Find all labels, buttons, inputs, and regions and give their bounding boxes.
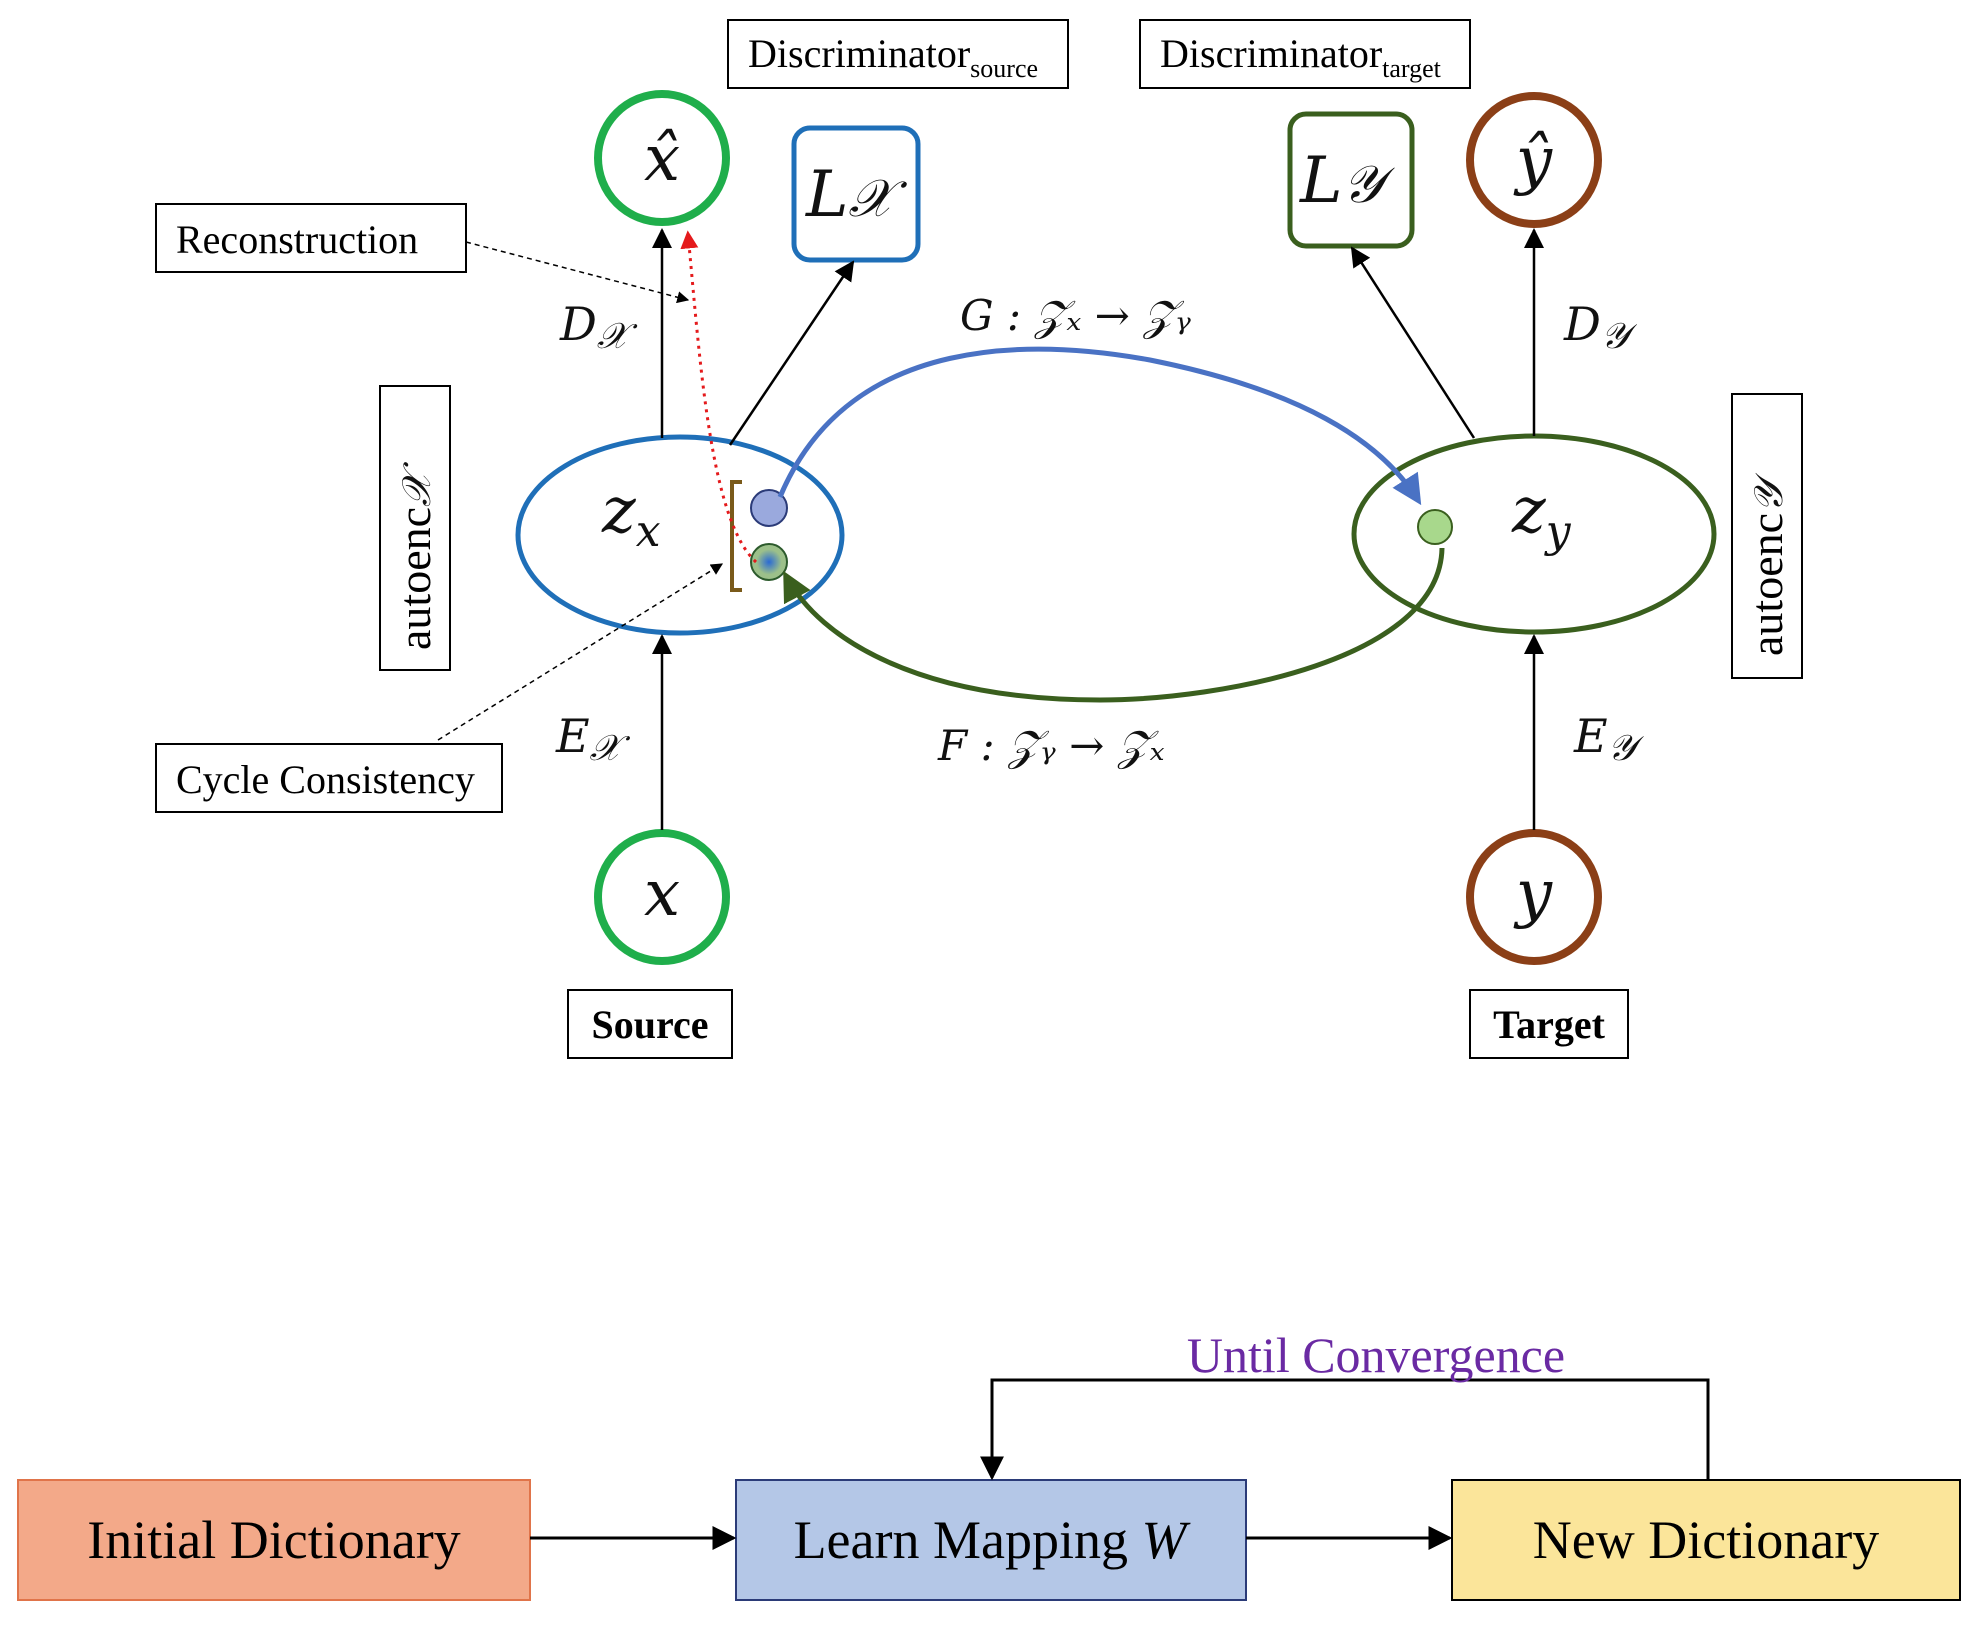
x-label: x (644, 857, 680, 931)
autoenc-x-box: autoenc𝒳 (379, 385, 451, 671)
svg-text:zx: zx (601, 474, 661, 557)
encoder-y-subscript: 𝒴 (1608, 728, 1645, 769)
cycle-consistency-box: Cycle Consistency (155, 743, 503, 813)
autoenc-x-label: autoenc (389, 507, 440, 650)
reconstruction-path (680, 230, 758, 564)
svg-text:L𝒴: L𝒴 (1299, 144, 1396, 218)
reconstruction-label: Reconstruction (176, 217, 418, 262)
svg-text:Learn Mapping W: Learn Mapping W (794, 1510, 1192, 1570)
cycled-point-f (750, 543, 788, 581)
mapping-f-label: F : 𝒵ᵧ → 𝒵ₓ (937, 721, 1165, 770)
cycle-consistency-pointer (437, 563, 724, 741)
svg-text:D𝒴: D𝒴 (1563, 297, 1638, 357)
encoder-y-label: E (1573, 709, 1608, 763)
loss-x-arrow (728, 260, 855, 446)
y-label: y (1513, 857, 1553, 931)
discriminator-target-subscript: target (1382, 54, 1441, 83)
discriminator-source-subscript: source (970, 54, 1038, 83)
mapping-g-label: G : 𝒵ₓ → 𝒵ᵧ (960, 291, 1191, 340)
new-dictionary-box: New Dictionary (1451, 1479, 1961, 1601)
point-zy (1417, 509, 1453, 545)
svg-text:Discriminatortarget: Discriminatortarget (1160, 31, 1442, 83)
node-y-hat: ŷ (1466, 92, 1602, 228)
decoder-x-subscript: 𝒳 (597, 316, 638, 357)
mapping-f-arrow (783, 547, 1445, 703)
z-x-label: z (601, 474, 637, 548)
svg-text:D𝒳: D𝒳 (559, 297, 638, 357)
svg-text:autoenc𝒴: autoenc𝒴 (1741, 472, 1792, 656)
svg-text:L𝒳: L𝒳 (805, 158, 908, 232)
latent-space-x: zx (515, 434, 845, 636)
node-y: y (1466, 829, 1602, 965)
node-loss-x: L𝒳 (791, 125, 921, 263)
svg-text:zy: zy (1511, 474, 1572, 557)
z-y-label: z (1511, 474, 1547, 548)
learn-mapping-label: Learn Mapping (794, 1510, 1142, 1570)
convergence-loop-arrow (980, 1378, 1710, 1481)
encoder-x-subscript: 𝒳 (590, 728, 631, 769)
mapping-g-arrow (777, 346, 1422, 506)
node-x: x (594, 829, 730, 965)
autoenc-y-box: autoenc𝒴 (1731, 393, 1803, 679)
decoder-x-label: D (559, 297, 597, 351)
discriminator-target-label: Discriminator (1160, 31, 1382, 76)
autoenc-y-label: autoenc (1741, 513, 1792, 656)
initial-dictionary-box: Initial Dictionary (17, 1479, 531, 1601)
loss-y-label: L (1299, 144, 1343, 218)
svg-text:autoenc𝒳: autoenc𝒳 (389, 461, 440, 650)
reconstruction-box: Reconstruction (155, 203, 467, 273)
svg-text:Discriminatorsource: Discriminatorsource (748, 31, 1038, 83)
node-x-hat: x̂ (594, 90, 730, 226)
encoder-x-label: E (555, 709, 590, 763)
decoder-y-subscript: 𝒴 (1601, 316, 1638, 357)
svg-text:E𝒳: E𝒳 (555, 709, 631, 769)
latent-space-y: zy (1351, 433, 1717, 635)
discriminator-source-box: Discriminatorsource (727, 19, 1069, 89)
learn-mapping-variable: W (1141, 1510, 1191, 1570)
svg-text:E𝒴: E𝒴 (1573, 709, 1645, 769)
reconstruction-pointer (465, 241, 690, 304)
cycle-consistency-label: Cycle Consistency (176, 757, 475, 802)
initial-dictionary-label: Initial Dictionary (87, 1510, 460, 1570)
z-y-subscript: y (1544, 506, 1572, 557)
source-label: Source (591, 1002, 708, 1047)
loss-y-arrow (1350, 246, 1476, 439)
node-loss-y: L𝒴 (1287, 111, 1415, 249)
target-box: Target (1469, 989, 1629, 1059)
discriminator-target-box: Discriminatortarget (1139, 19, 1471, 89)
until-convergence-label: Until Convergence (1187, 1327, 1565, 1383)
point-bracket (730, 480, 742, 592)
z-x-subscript: x (636, 506, 661, 557)
y-hat-label: ŷ (1513, 124, 1553, 198)
loss-x-label: L (805, 158, 849, 232)
target-label: Target (1493, 1002, 1606, 1047)
new-dictionary-label: New Dictionary (1533, 1510, 1879, 1570)
decoder-y-label: D (1563, 297, 1601, 351)
x-hat-label: x̂ (644, 122, 680, 196)
learn-mapping-box: Learn Mapping W (735, 1479, 1247, 1601)
discriminator-source-label: Discriminator (748, 31, 970, 76)
mapped-point-g (750, 489, 788, 527)
source-box: Source (567, 989, 733, 1059)
